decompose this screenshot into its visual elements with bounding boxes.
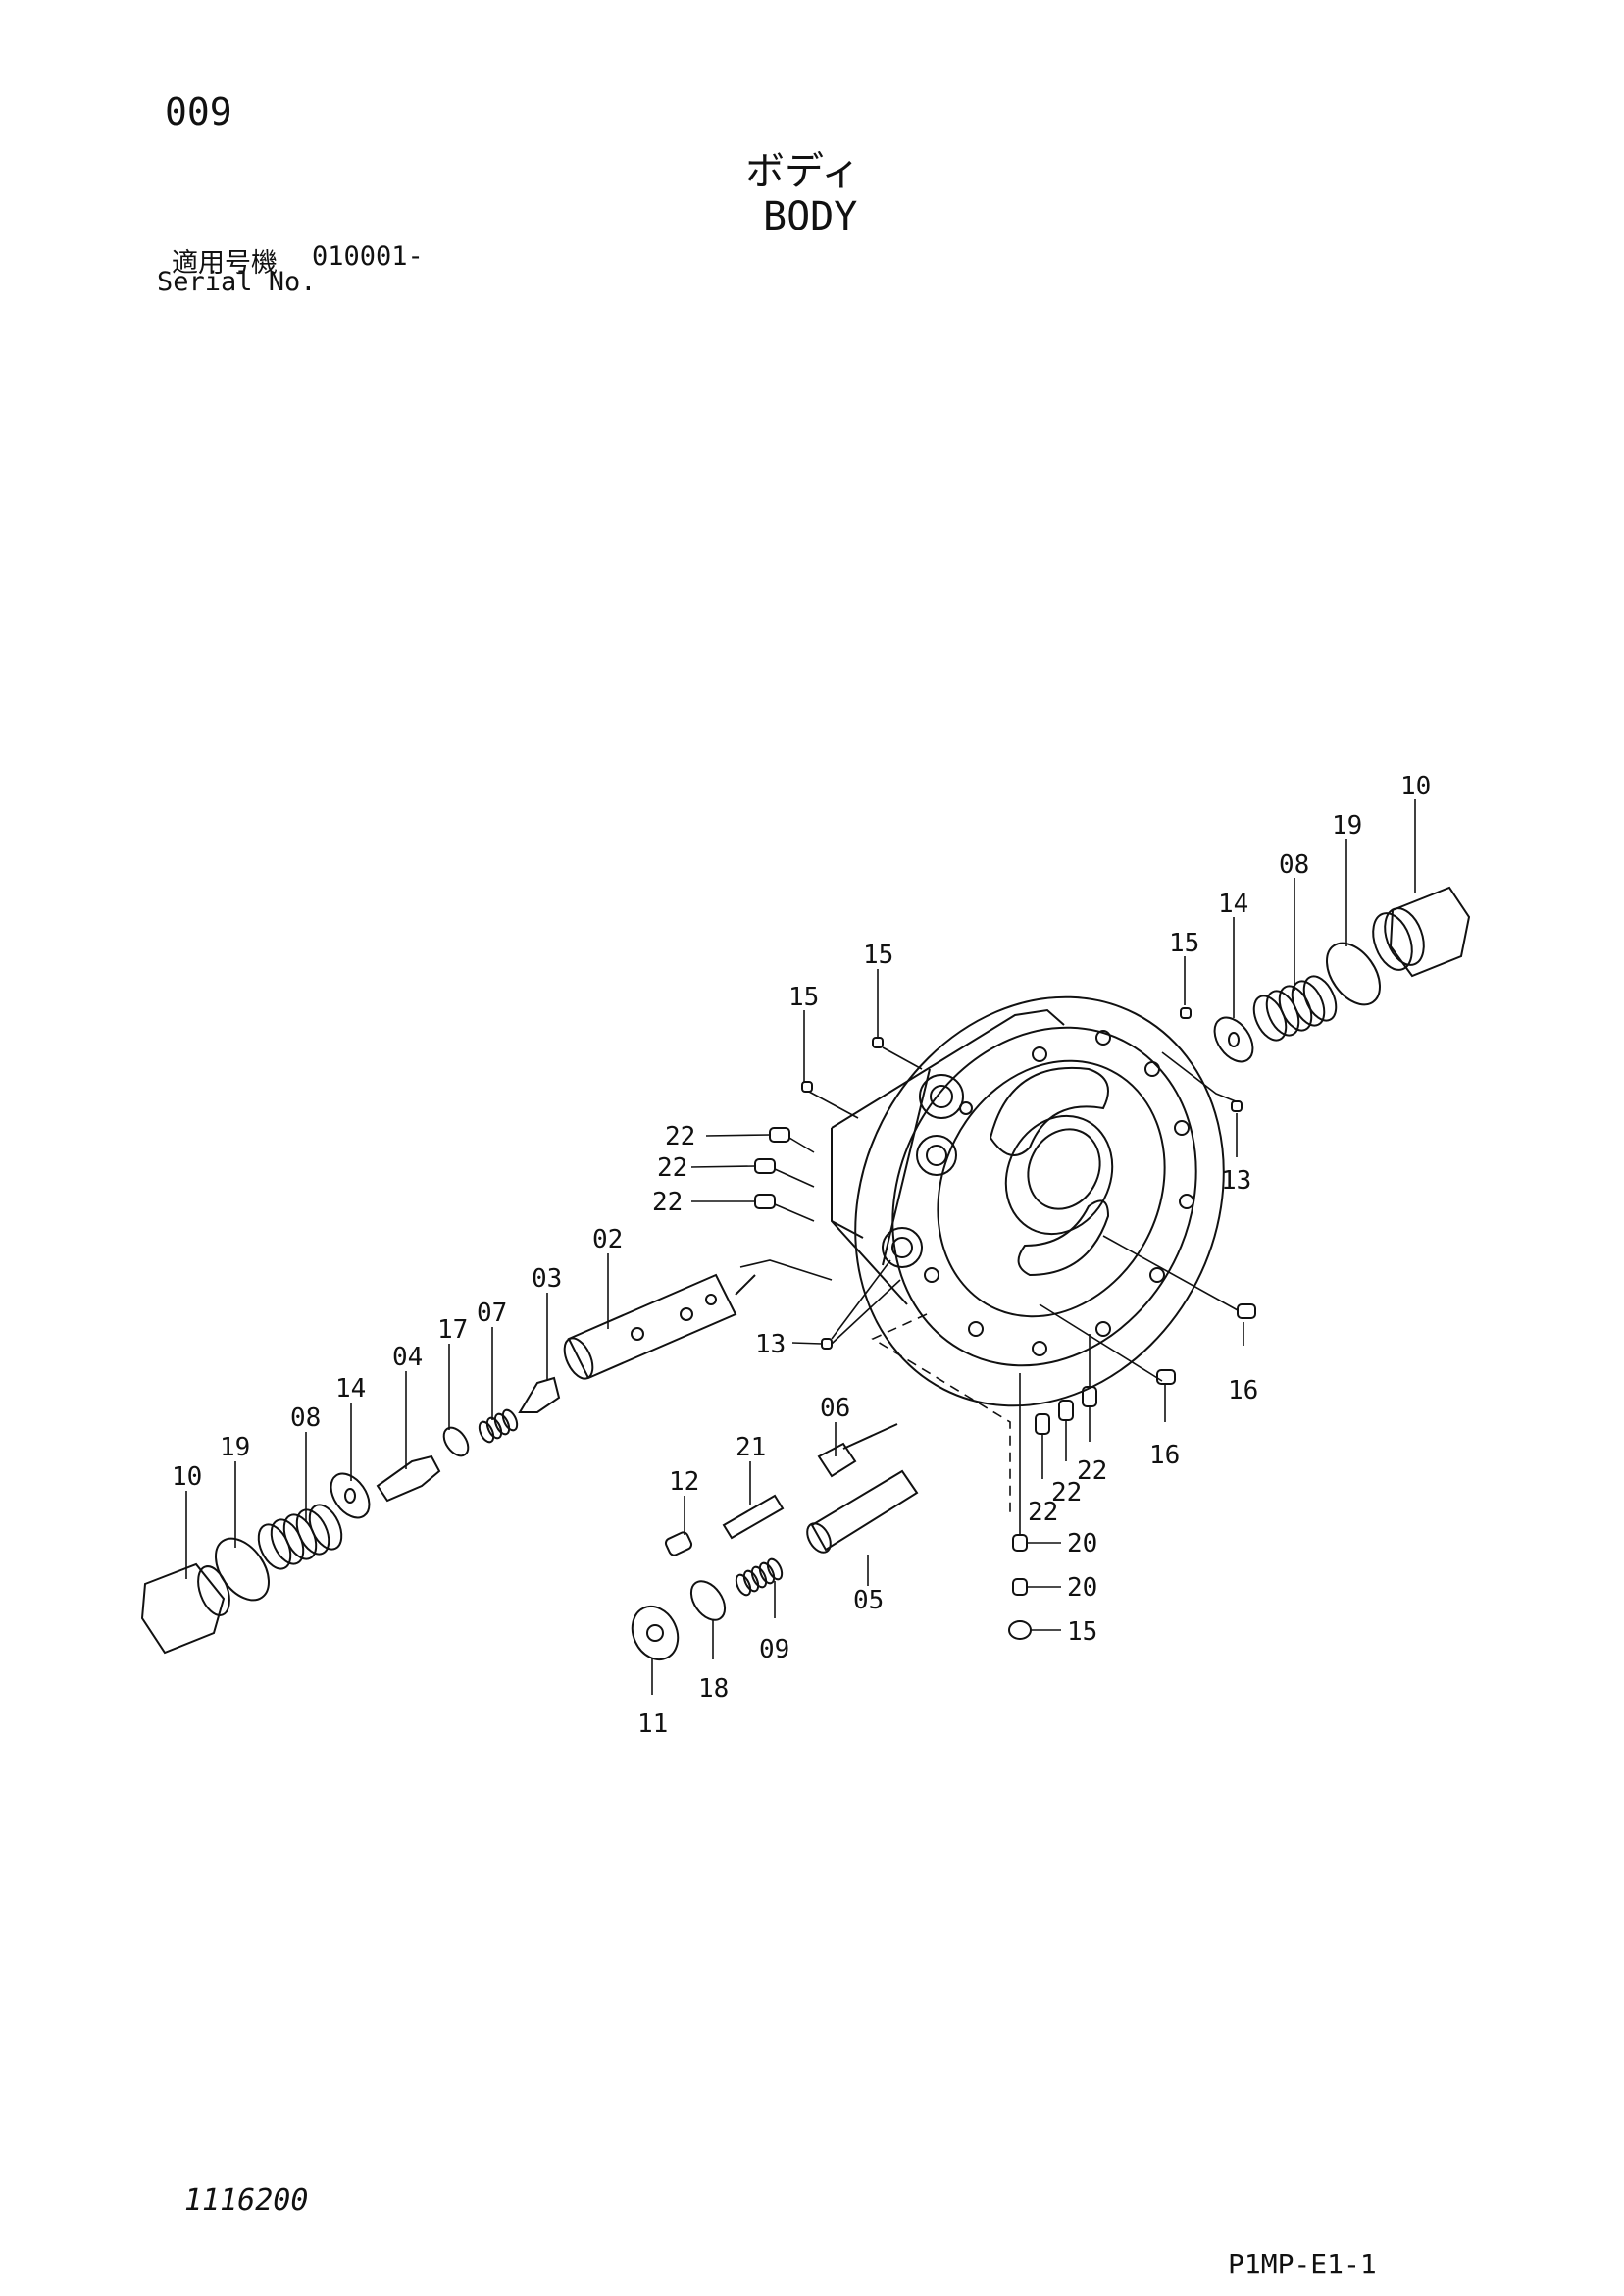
callout-16-right: 16 (1228, 1376, 1258, 1405)
callout-12: 12 (669, 1467, 699, 1497)
callout-14-right: 14 (1218, 890, 1248, 919)
screw-16-mid (1156, 1369, 1176, 1385)
washer-right (1213, 1016, 1254, 1063)
callout-07: 07 (477, 1299, 507, 1328)
callout-13-left: 13 (755, 1330, 786, 1359)
callout-16-mid: 16 (1149, 1441, 1180, 1470)
o-ring-right (1326, 942, 1381, 1006)
valve-body-housing (831, 995, 1225, 1407)
plug-13-right (1231, 1100, 1243, 1112)
screw-16-right (1237, 1303, 1256, 1319)
plug-11 (631, 1605, 680, 1661)
part-06 (817, 1423, 898, 1478)
plug-20-a (1012, 1534, 1028, 1552)
callout-19-right: 19 (1332, 811, 1362, 841)
callout-17: 17 (437, 1315, 468, 1345)
screw-22-d (1035, 1413, 1050, 1435)
callout-21: 21 (736, 1433, 766, 1462)
callout-15-top: 15 (863, 941, 893, 970)
callout-22-e: 22 (1051, 1478, 1082, 1507)
plug-20-b (1012, 1578, 1028, 1596)
callout-15-bottom: 15 (1067, 1617, 1097, 1647)
spring-09 (735, 1557, 784, 1597)
plug-15-top (872, 1037, 884, 1048)
part-12 (664, 1531, 693, 1556)
spring-left (257, 1504, 343, 1570)
title-english: BODY (763, 194, 858, 239)
plug-15-bottom (1008, 1620, 1032, 1640)
callout-22-f: 22 (1077, 1456, 1107, 1486)
callout-22-c: 22 (652, 1188, 683, 1217)
callout-22-b: 22 (657, 1153, 687, 1183)
callout-10-left: 10 (172, 1462, 202, 1492)
serial-number-value: 010001- (312, 241, 424, 272)
callout-02: 02 (592, 1225, 623, 1254)
callout-10-right: 10 (1400, 772, 1431, 801)
callout-11: 11 (637, 1709, 668, 1739)
o-ring-18 (689, 1580, 727, 1621)
plug-right (1372, 886, 1471, 978)
serial-label-english: Serial No. (157, 267, 317, 297)
callout-08-right: 08 (1279, 850, 1309, 880)
screw-22-b (754, 1158, 776, 1174)
callout-08-left: 08 (290, 1403, 321, 1433)
callout-22-a: 22 (665, 1122, 695, 1151)
callout-22-d: 22 (1028, 1498, 1058, 1527)
callout-labels: 10 19 08 14 15 15 15 13 22 22 22 02 03 0… (172, 772, 1431, 1739)
plug-15-left (801, 1081, 813, 1093)
callout-18: 18 (698, 1674, 729, 1704)
title-japanese: ボディ (745, 149, 861, 194)
callout-20-b: 20 (1067, 1573, 1097, 1603)
screw-22-a (769, 1127, 790, 1143)
spring-right (1252, 975, 1338, 1042)
leader-lines (185, 799, 1416, 1695)
screw-22-c (754, 1194, 776, 1209)
callout-03: 03 (532, 1264, 562, 1294)
callout-06: 06 (820, 1394, 850, 1423)
serial-label-japanese: 適用号機 (172, 248, 278, 279)
callout-15-right: 15 (1169, 929, 1199, 958)
spool-05 (806, 1469, 919, 1554)
screw-22-e (1058, 1400, 1074, 1421)
plug-left (140, 1562, 230, 1655)
callout-04: 04 (392, 1343, 423, 1372)
callout-15-left: 15 (788, 983, 819, 1012)
callout-14-left: 14 (335, 1374, 366, 1403)
callout-09: 09 (759, 1635, 789, 1664)
washer-left (330, 1472, 371, 1519)
callout-13-right: 13 (1221, 1166, 1251, 1196)
drawing-number: 1116200 (184, 2183, 309, 2218)
page-code: P1MP-E1-1 (1228, 2248, 1377, 2280)
plug-15-right (1180, 1007, 1192, 1019)
spring-07 (478, 1408, 519, 1444)
callout-20-a: 20 (1067, 1529, 1097, 1558)
spool-hidden-path (871, 1313, 1011, 1515)
callout-19-left: 19 (220, 1433, 250, 1462)
pin-21 (722, 1494, 785, 1540)
piston-04 (376, 1454, 441, 1503)
o-ring-17 (442, 1426, 470, 1457)
poppet-03 (518, 1376, 561, 1413)
sleeve-02 (563, 1273, 756, 1380)
page-number: 009 (165, 90, 232, 133)
plug-13-left (821, 1338, 833, 1350)
callout-05: 05 (853, 1586, 884, 1615)
